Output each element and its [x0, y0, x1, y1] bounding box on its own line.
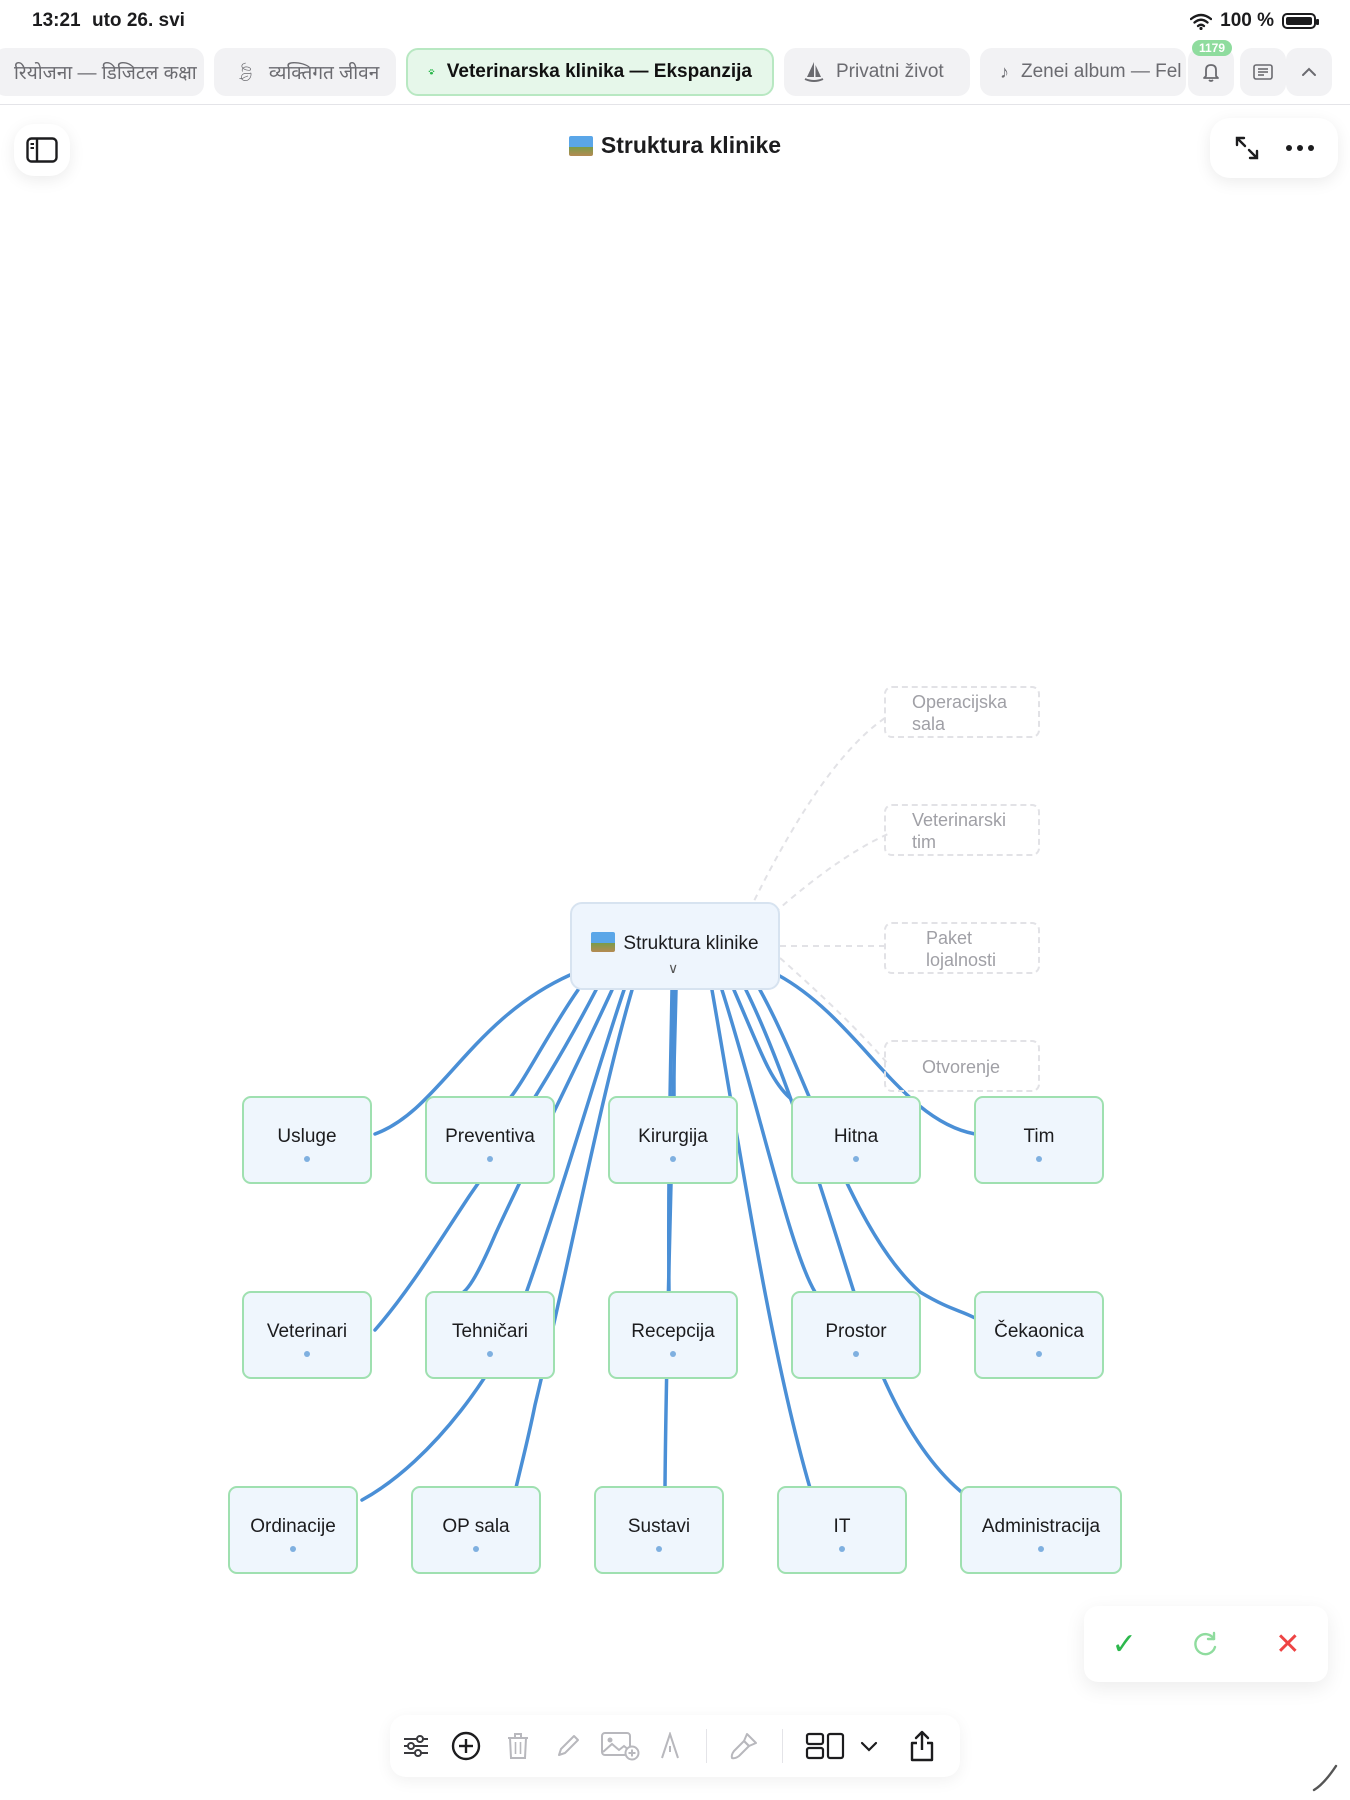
suggestion-edges — [739, 715, 889, 1065]
mindmap-node[interactable]: Recepcija — [608, 1291, 738, 1379]
bell-icon — [1203, 64, 1219, 82]
mindmap-node[interactable]: OP sala — [411, 1486, 541, 1574]
music-note-icon: ♪ — [1000, 61, 1009, 82]
bottom-toolbar — [390, 1715, 960, 1777]
collapse-tabs-button[interactable] — [1286, 48, 1332, 96]
format-brush-button[interactable] — [724, 1727, 764, 1765]
suggestion-node[interactable]: Otvorenje — [884, 1040, 1040, 1092]
paintbrush-icon — [730, 1733, 757, 1760]
mindmap-node[interactable]: Usluge — [242, 1096, 372, 1184]
sidebar-toggle-button[interactable] — [14, 124, 70, 176]
tab-label: व्यक्तिगत जीवन — [268, 63, 380, 84]
newspaper-icon — [1253, 64, 1273, 80]
add-node-button[interactable] — [446, 1727, 486, 1765]
root-node[interactable]: Struktura klinike ∨ — [570, 902, 780, 990]
share-button[interactable] — [902, 1727, 942, 1765]
sliders-icon — [404, 1735, 428, 1757]
reader-view-button[interactable] — [1240, 48, 1286, 96]
expand-icon[interactable] — [1233, 134, 1261, 162]
mindmap-node[interactable]: Administracija — [960, 1486, 1122, 1574]
text-style-button[interactable] — [650, 1727, 690, 1765]
battery-icon — [1282, 13, 1319, 29]
battery-percent: 100 % — [1220, 10, 1274, 31]
tab-private-life[interactable]: Privatni život — [784, 48, 970, 96]
image-plus-icon — [601, 1732, 640, 1761]
tab-personal-life-hindi[interactable]: 🍃︎ व्यक्तिगत जीवन — [214, 48, 396, 96]
settings-sliders-button[interactable] — [396, 1727, 436, 1765]
sidebar-icon — [26, 137, 58, 163]
mindmap-node[interactable]: Ordinacije — [228, 1486, 358, 1574]
ai-suggestion-panel: ✓ ✕ — [1084, 1606, 1328, 1682]
chevron-up-icon — [1302, 67, 1316, 76]
mindmap-node[interactable]: Sustavi — [594, 1486, 724, 1574]
header-actions — [1210, 118, 1338, 178]
retry-icon[interactable] — [1192, 1630, 1220, 1658]
close-icon[interactable]: ✕ — [1275, 1627, 1301, 1661]
add-image-button[interactable] — [596, 1727, 644, 1765]
wifi-icon — [1190, 13, 1213, 30]
sailboat-icon — [804, 62, 824, 82]
document-title: Struktura klinike — [0, 132, 1350, 159]
layout-dropdown-button[interactable] — [854, 1727, 884, 1765]
status-date: uto 26. svi — [92, 10, 185, 31]
share-icon — [910, 1730, 934, 1762]
tab-label: Veterinarska klinika — Ekspanzija — [446, 61, 752, 82]
status-bar: 13:21 uto 26. svi 100 % — [0, 0, 1350, 42]
checkmark-icon[interactable]: ✓ — [1111, 1627, 1137, 1661]
tab-label: रियोजना — डिजिटल कक्षा — [14, 63, 197, 84]
mindmap-node[interactable]: Preventiva — [425, 1096, 555, 1184]
tab-bar-divider — [0, 104, 1350, 105]
tab-label: Zenei album — Fel — [1021, 61, 1182, 82]
map-emoji-icon — [568, 136, 593, 156]
trash-icon — [508, 1733, 528, 1759]
tab-veterinary-clinic[interactable]: Veterinarska klinika — Ekspanzija — [406, 48, 774, 96]
delete-button[interactable] — [498, 1727, 538, 1765]
mindmap-node[interactable]: Tim — [974, 1096, 1104, 1184]
status-time: 13:21 — [32, 10, 81, 31]
notification-badge: 1179 — [1192, 40, 1233, 56]
layout-button[interactable] — [802, 1727, 848, 1765]
mindmap-node[interactable]: IT — [777, 1486, 907, 1574]
font-a-icon — [661, 1732, 679, 1759]
mindmap-node[interactable]: Prostor — [791, 1291, 921, 1379]
mindmap-node[interactable]: Kirurgija — [608, 1096, 738, 1184]
tab-zenei-album[interactable]: ♪ Zenei album — Fel — [980, 48, 1186, 96]
mindmap-node[interactable]: Tehničari — [425, 1291, 555, 1379]
document-title-text: Struktura klinike — [600, 132, 782, 158]
pencil-handle-icon — [1312, 1764, 1338, 1792]
more-options-icon[interactable] — [1285, 144, 1315, 152]
edit-button[interactable] — [548, 1727, 588, 1765]
mindmap-node[interactable]: Veterinari — [242, 1291, 372, 1379]
tab-digital-classroom[interactable]: रियोजना — डिजिटल कक्षा — [0, 48, 204, 96]
tab-label: Privatni život — [836, 61, 944, 82]
mindmap-node[interactable]: Hitna — [791, 1096, 921, 1184]
chevron-down-icon[interactable]: ∨ — [668, 960, 679, 976]
plus-circle-icon — [451, 1731, 481, 1761]
paw-icon — [428, 69, 435, 75]
leaf-icon: 🍃︎ — [234, 61, 257, 82]
mindmap-node[interactable]: Čekaonica — [974, 1291, 1104, 1379]
layout-icon — [805, 1732, 845, 1760]
tab-bar: रियोजना — डिजिटल कक्षा 🍃︎ व्यक्तिगत जीवन… — [0, 40, 1350, 102]
chevron-down-icon — [860, 1741, 878, 1752]
pencil-icon — [558, 1735, 579, 1756]
notifications-button[interactable]: 1179 — [1188, 40, 1234, 96]
map-emoji-icon — [591, 932, 616, 952]
status-indicators: 100 % — [1190, 10, 1319, 32]
